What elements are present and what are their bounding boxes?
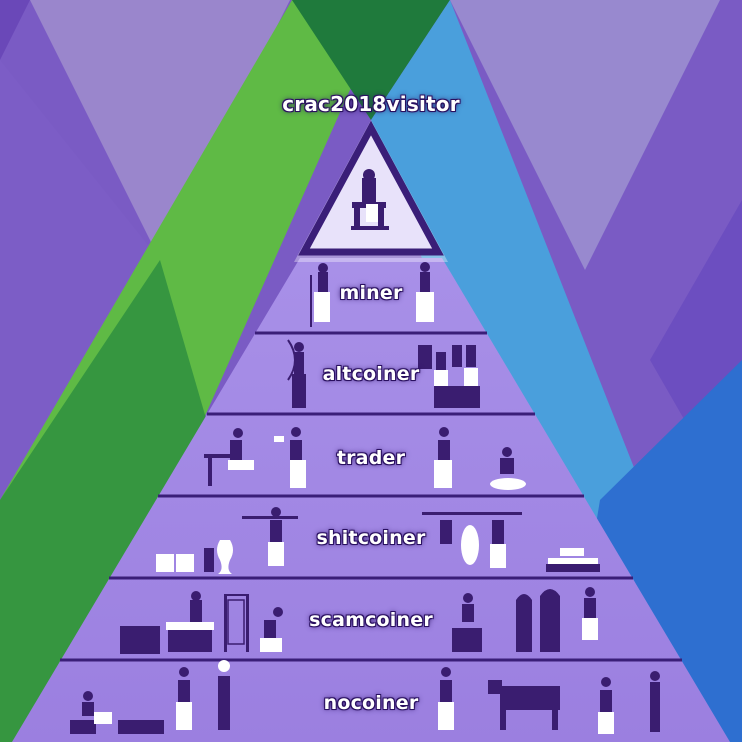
scamcoiner-figures-icon [120, 587, 598, 654]
shitcoiner-figures-icon [156, 507, 600, 574]
tier-label-miner: miner [339, 282, 403, 304]
tier-label-trader: trader [336, 447, 406, 469]
bg-light-facet-left [30, 0, 290, 260]
trader-figures-icon [204, 427, 526, 490]
dark-green-top [292, 0, 450, 120]
altcoiner-figures-icon [287, 339, 480, 408]
miner-figures-icon [310, 262, 434, 327]
bg-light-facet-right [450, 0, 720, 270]
tier-label-shitcoiner: shitcoiner [316, 527, 426, 549]
tier-label-altcoiner: altcoiner [322, 363, 420, 385]
nocoiner-figures-icon [70, 660, 660, 734]
pharaoh-icon [351, 169, 389, 230]
tier-dividers [60, 331, 682, 662]
tier-label-scamcoiner: scamcoiner [309, 609, 433, 631]
bg-dark-facet-left [0, 0, 30, 60]
apex-label: crac2018visitor [282, 92, 460, 116]
tier-label-nocoiner: nocoiner [323, 692, 419, 714]
